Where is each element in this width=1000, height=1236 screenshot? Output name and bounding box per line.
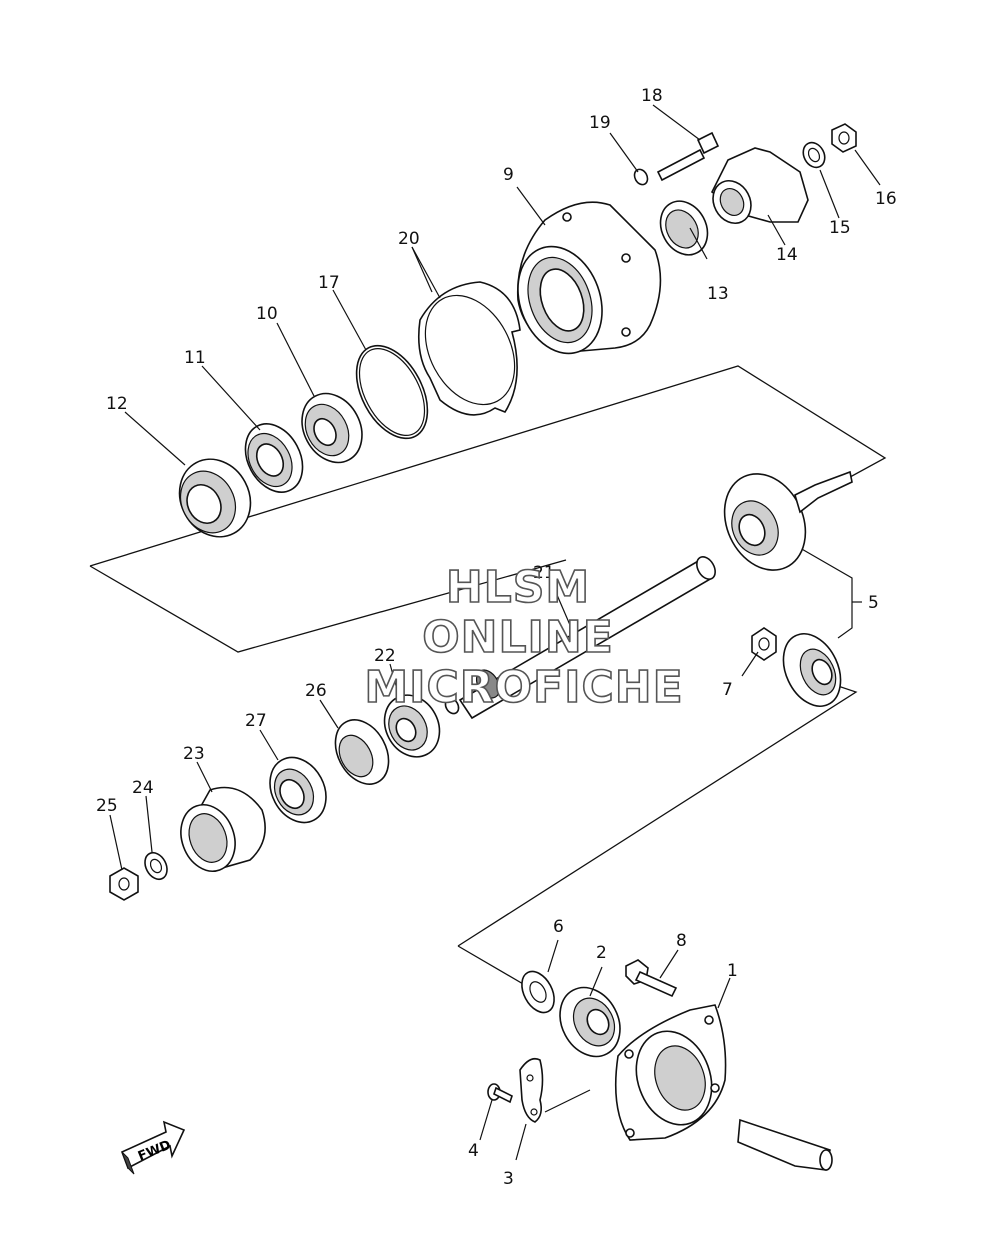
watermark: HLSM ONLINE MICROFICHE xyxy=(364,561,684,714)
callout-25: 25 xyxy=(96,796,118,816)
part-23-sleeve xyxy=(180,786,266,872)
watermark-line-1: HLSM xyxy=(446,562,590,613)
part-5-pinion-gear xyxy=(782,633,842,707)
part-1-case xyxy=(614,1004,727,1141)
watermark-line-2: ONLINE xyxy=(422,612,614,663)
callout-27: 27 xyxy=(245,711,267,731)
part-15-washer xyxy=(802,141,826,169)
part-5-ring-gear xyxy=(723,470,853,571)
callout-4: 4 xyxy=(468,1141,479,1161)
callout-5: 5 xyxy=(868,593,879,613)
callout-6: 6 xyxy=(553,917,564,937)
callout-labels: 1 2 3 4 5 6 7 8 9 10 11 12 13 14 15 16 1… xyxy=(96,86,897,1189)
callout-3: 3 xyxy=(503,1169,514,1189)
watermark-line-3: MICROFICHE xyxy=(364,662,683,713)
callout-14: 14 xyxy=(776,245,798,265)
part-6-washer xyxy=(521,970,555,1014)
part-19-washer xyxy=(633,168,649,186)
callout-19: 19 xyxy=(589,113,611,133)
callout-20: 20 xyxy=(398,229,420,249)
callout-8: 8 xyxy=(676,931,687,951)
part-18-bolt xyxy=(656,131,720,182)
callout-7: 7 xyxy=(722,680,733,700)
fwd-arrow-icon: FWD xyxy=(120,1120,186,1175)
callout-1: 1 xyxy=(727,961,738,981)
callout-21: 21 xyxy=(533,563,555,583)
pinion-shaft xyxy=(737,1118,833,1171)
part-17-o-ring xyxy=(355,344,429,440)
part-24-washer xyxy=(144,851,168,881)
part-14-yoke xyxy=(710,147,809,224)
part-13-seal xyxy=(659,200,709,256)
part-3-plate xyxy=(519,1057,544,1123)
part-4-screw xyxy=(487,1083,513,1104)
part-10-bearing xyxy=(301,392,363,464)
callout-26: 26 xyxy=(305,681,327,701)
callout-22: 22 xyxy=(374,646,396,666)
part-21-shaft xyxy=(444,556,716,720)
part-2-bearing xyxy=(559,986,621,1058)
callout-13: 13 xyxy=(707,284,729,304)
part-9-housing xyxy=(516,201,662,355)
part-22-bearing xyxy=(383,694,441,758)
part-5-bracket xyxy=(799,547,862,639)
part-11-collar xyxy=(244,423,304,493)
part-25-nut xyxy=(109,867,139,901)
callout-18: 18 xyxy=(641,86,663,106)
callout-12: 12 xyxy=(106,394,128,414)
assembly-outline-lower xyxy=(457,679,858,989)
callout-24: 24 xyxy=(132,778,154,798)
part-12-bearing xyxy=(178,458,252,538)
callout-2: 2 xyxy=(596,943,607,963)
part-8-bolt xyxy=(625,959,678,998)
leader-lines xyxy=(109,104,881,1161)
callout-15: 15 xyxy=(829,218,851,238)
callout-9: 9 xyxy=(503,165,514,185)
callout-16: 16 xyxy=(875,189,897,209)
callout-11: 11 xyxy=(184,348,206,368)
callout-10: 10 xyxy=(256,304,278,324)
part-27-seal xyxy=(269,756,327,824)
part-16-nut xyxy=(831,123,857,153)
part-20-shim xyxy=(417,281,521,416)
callout-17: 17 xyxy=(318,273,340,293)
part-26-collar xyxy=(334,719,390,785)
callout-23: 23 xyxy=(183,744,205,764)
